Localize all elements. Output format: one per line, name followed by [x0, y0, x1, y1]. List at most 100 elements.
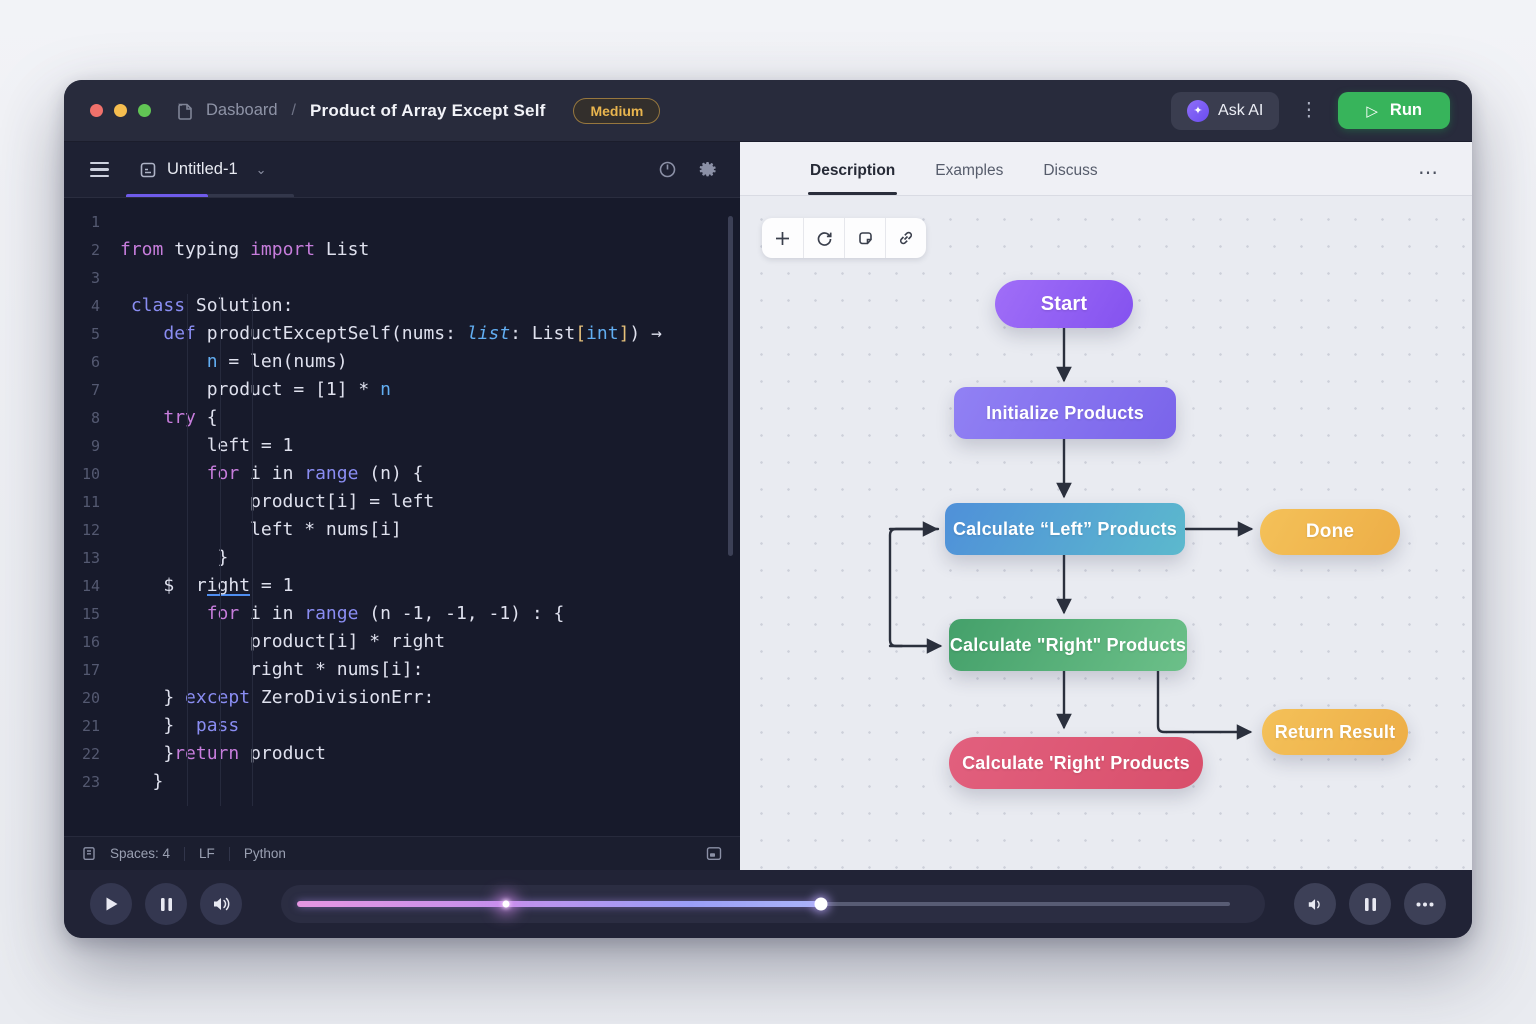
code-text: product = [1] * n: [120, 379, 391, 400]
code-line[interactable]: 5 def productExceptSelf(nums: list: List…: [64, 320, 740, 348]
line-number: 22: [81, 745, 100, 763]
flow-node-init[interactable]: Initialize Products: [954, 387, 1176, 439]
description-panel: Description Examples Discuss ⋯: [740, 142, 1472, 870]
file-icon: [139, 161, 157, 179]
editor-scrollbar[interactable]: [728, 216, 733, 556]
code-line[interactable]: 21 } pass: [64, 712, 740, 740]
pause-button[interactable]: [145, 883, 187, 925]
code-line[interactable]: 7 product = [1] * n: [64, 376, 740, 404]
code-text: }: [120, 771, 164, 792]
code-line[interactable]: 22 }return product: [64, 740, 740, 768]
timeline-scrubber[interactable]: [281, 885, 1265, 923]
status-spaces[interactable]: Spaces: 4: [110, 846, 171, 861]
sparkle-marker: [502, 900, 510, 908]
code-line[interactable]: 12 left * nums[i]: [64, 516, 740, 544]
line-number: 9: [90, 437, 100, 455]
more-options-icon[interactable]: ⋮: [1299, 100, 1319, 121]
flow-node-right_green[interactable]: Calculate "Right" Products: [949, 619, 1187, 671]
flow-node-start[interactable]: Start: [995, 280, 1133, 328]
run-button[interactable]: ▷ Run: [1338, 92, 1450, 129]
chevron-down-icon[interactable]: ⌄: [255, 161, 267, 177]
panel-tabs: Description Examples Discuss ⋯: [740, 142, 1472, 196]
note-button[interactable]: [844, 218, 885, 258]
breadcrumb[interactable]: Dasboard: [206, 101, 278, 119]
status-language[interactable]: Python: [243, 846, 286, 861]
clipboard-icon: [82, 846, 96, 861]
history-icon[interactable]: [658, 160, 677, 179]
flow-node-left[interactable]: Calculate “Left” Products: [945, 503, 1185, 555]
playback-bar: [64, 870, 1472, 938]
link-button[interactable]: [885, 218, 926, 258]
flow-node-return[interactable]: Return Result: [1262, 709, 1408, 755]
volume-button[interactable]: [200, 883, 242, 925]
code-text: from typing import List: [120, 239, 370, 260]
line-number: 23: [81, 773, 100, 791]
panel-toggle-icon[interactable]: [706, 846, 722, 861]
code-text: } pass: [120, 715, 240, 736]
code-text: product[i] * right: [120, 631, 446, 652]
add-node-button[interactable]: [762, 218, 803, 258]
maximize-window-button[interactable]: [138, 104, 151, 117]
code-line[interactable]: 4 class Solution:: [64, 292, 740, 320]
tab-description[interactable]: Description: [808, 148, 898, 195]
panel-more-icon[interactable]: ⋯: [1418, 162, 1440, 184]
pause-button-right[interactable]: [1349, 883, 1391, 925]
code-line[interactable]: 15 for i in range (n -1, -1, -1) : {: [64, 600, 740, 628]
ellipsis-button[interactable]: [1404, 883, 1446, 925]
status-eol[interactable]: LF: [199, 846, 215, 861]
flow-node-right_red[interactable]: Calculate 'Right' Products: [949, 737, 1203, 789]
traffic-lights: [90, 104, 151, 117]
editor-tab-label: Untitled-1: [167, 160, 238, 178]
code-text: right * nums[i]:: [120, 659, 424, 680]
code-line[interactable]: 14 $ right = 1: [64, 572, 740, 600]
code-line[interactable]: 13 }: [64, 544, 740, 572]
code-line[interactable]: 3: [64, 264, 740, 292]
menu-icon[interactable]: [90, 161, 109, 178]
code-line[interactable]: 23 }: [64, 768, 740, 796]
line-number: 16: [81, 633, 100, 651]
code-line[interactable]: 20 } except ZeroDivisionErr:: [64, 684, 740, 712]
line-number: 1: [90, 213, 100, 231]
code-text: }return product: [120, 743, 326, 764]
code-text: $ right = 1: [120, 575, 294, 596]
tab-discuss[interactable]: Discuss: [1043, 162, 1098, 179]
editor-tab[interactable]: Untitled-1 ⌄: [139, 142, 267, 197]
editor-statusbar: Spaces: 4 LF Python: [64, 836, 740, 870]
refresh-button[interactable]: [803, 218, 844, 258]
line-number: 11: [81, 493, 100, 511]
gear-icon[interactable]: [699, 160, 718, 179]
code-line[interactable]: 16 product[i] * right: [64, 628, 740, 656]
code-line[interactable]: 6 n = len(nums): [64, 348, 740, 376]
code-line[interactable]: 1: [64, 208, 740, 236]
code-line[interactable]: 9 left = 1: [64, 432, 740, 460]
code-line[interactable]: 10 for i in range (n) {: [64, 460, 740, 488]
progress-fill: [297, 901, 821, 907]
progress-track: [297, 897, 1249, 911]
line-number: 13: [81, 549, 100, 567]
ask-ai-button[interactable]: ✦ Ask AI: [1171, 91, 1280, 130]
flowchart-toolbar: [762, 218, 926, 258]
play-button[interactable]: [90, 883, 132, 925]
code-editor-panel: Untitled-1 ⌄: [64, 142, 740, 870]
code-line[interactable]: 11 product[i] = left: [64, 488, 740, 516]
flow-node-done[interactable]: Done: [1260, 509, 1400, 555]
code-text: def productExceptSelf(nums: list: List[i…: [163, 323, 662, 344]
line-number: 10: [81, 465, 100, 483]
line-number: 6: [90, 353, 100, 371]
play-outline-icon: ▷: [1366, 102, 1378, 120]
line-number: 3: [90, 269, 100, 287]
code-text: product[i] = left: [120, 491, 435, 512]
code-line[interactable]: 17 right * nums[i]:: [64, 656, 740, 684]
playhead-handle[interactable]: [814, 897, 828, 911]
sparkle-icon: ✦: [1187, 99, 1210, 122]
volume-button-right[interactable]: [1294, 883, 1336, 925]
code-line[interactable]: 8 try {: [64, 404, 740, 432]
close-window-button[interactable]: [90, 104, 103, 117]
tab-examples[interactable]: Examples: [935, 162, 1004, 179]
line-number: 20: [81, 689, 100, 707]
minimize-window-button[interactable]: [114, 104, 127, 117]
line-number: 17: [81, 661, 100, 679]
